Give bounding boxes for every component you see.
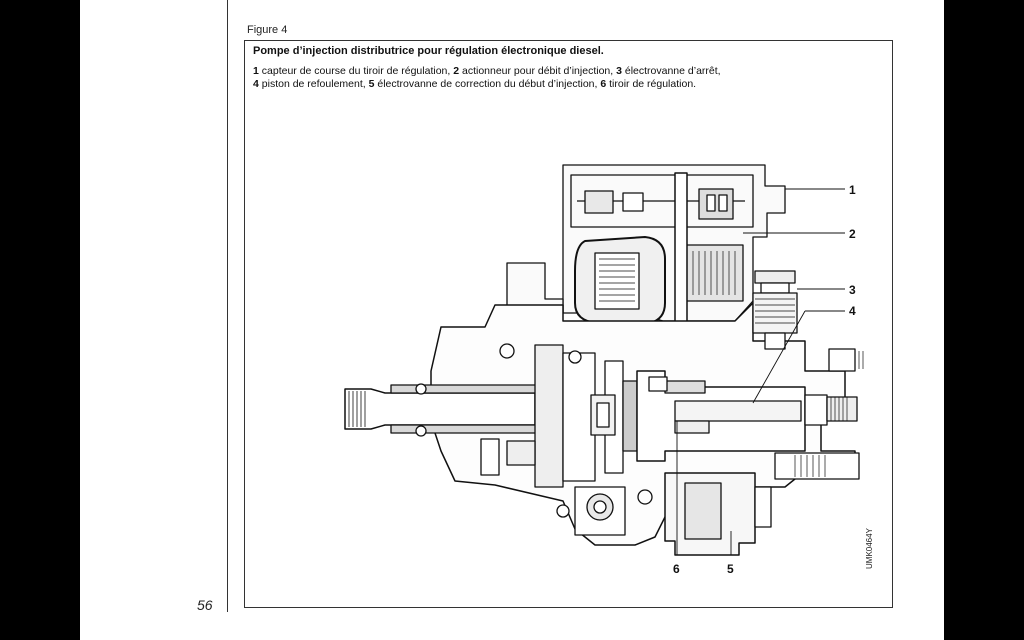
figure-title: Pompe d’injection distributrice pour rég…	[253, 45, 604, 57]
stop-solenoid	[752, 270, 798, 350]
callout-6: 6	[673, 562, 680, 576]
callout-5: 5	[727, 562, 734, 576]
figure-label: Figure 4	[247, 24, 288, 36]
caption-text-1: capteur de course du tiroir de régulatio…	[261, 65, 451, 77]
caption-text-5: électrovanne de correction du début d’in…	[377, 78, 598, 90]
caption-num-3: 3	[616, 65, 622, 77]
caption-text-6: tiroir de régulation.	[609, 78, 697, 90]
figure-frame: Pompe d’injection distributrice pour rég…	[244, 40, 893, 608]
caption-text-2: actionneur pour débit d’injection,	[461, 65, 614, 77]
callout-1: 1	[849, 183, 856, 197]
timing-solenoid	[664, 472, 772, 556]
caption-num-5: 5	[368, 78, 375, 90]
caption-text-4: piston de refoulement,	[261, 78, 366, 90]
page-number: 56	[197, 597, 213, 613]
drive-shaft	[344, 388, 536, 430]
figure-caption: 1 capteur de course du tiroir de régulat…	[253, 65, 883, 91]
document-page: 56 Figure 4 Pompe d’injection distributr…	[80, 0, 944, 640]
delivery-plunger	[674, 400, 802, 422]
caption-num-2: 2	[453, 65, 460, 77]
callout-4: 4	[849, 304, 856, 318]
callout-3: 3	[849, 283, 856, 297]
drawing-code: UMK0464Y	[865, 528, 874, 569]
caption-num-6: 6	[600, 78, 607, 90]
caption-num-4: 4	[253, 78, 259, 90]
caption-text-3: électrovanne d’arrêt,	[624, 65, 721, 77]
callout-2: 2	[849, 227, 856, 241]
pump-cross-section-drawing: 1 2 3 4 5 6	[344, 164, 864, 576]
margin-rule	[227, 0, 228, 612]
caption-num-1: 1	[253, 65, 259, 77]
